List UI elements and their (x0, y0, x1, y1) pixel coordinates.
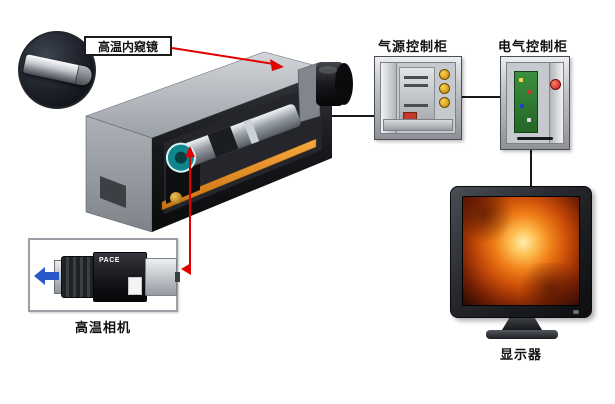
pressure-gauge (439, 69, 450, 80)
pcb-component (520, 104, 524, 108)
endoscope-probe (22, 54, 94, 87)
electric-cabinet (500, 56, 570, 150)
red-connector-endoscope (171, 47, 275, 65)
camera-label: 高温相机 (74, 320, 131, 335)
air-cabinet-label: 气源控制柜 (378, 39, 449, 54)
camera-connector (175, 272, 180, 282)
camera-inset: PACE (28, 238, 180, 312)
monitor-screen (462, 196, 580, 306)
tube-collar (243, 118, 260, 145)
endoscope-probe-tip (74, 65, 94, 87)
air-cabinet (374, 56, 462, 140)
air-cabinet-drawer (383, 119, 453, 131)
pressure-gauge (439, 97, 450, 108)
pcb-component (527, 90, 531, 94)
cabinet-cable (517, 137, 553, 140)
red-arrowhead-inset (181, 263, 191, 275)
external-camera-cap (335, 63, 353, 105)
vent-slot (404, 84, 428, 87)
guide-rail (161, 138, 317, 211)
machine-left-panel (100, 176, 126, 208)
brass-fitting (170, 192, 182, 204)
endoscope-inset (18, 31, 96, 109)
monitor-base (486, 330, 558, 339)
electric-cabinet-interior (506, 62, 564, 144)
monitor-bezel (450, 186, 592, 318)
pcb-board (514, 71, 538, 133)
camera-sticker (128, 277, 142, 295)
mount-flange (297, 62, 321, 123)
tube-motor-section (207, 126, 239, 158)
blue-arrow-icon (34, 267, 59, 285)
monitor-label: 显示器 (499, 347, 542, 362)
air-cabinet-door (381, 63, 397, 133)
emergency-button (550, 79, 561, 90)
camera-highlight (319, 66, 337, 74)
red-arrowhead-machine (270, 59, 284, 71)
air-cabinet-interior (380, 62, 456, 134)
camera-lens-barrel (61, 256, 95, 298)
electric-cabinet-label: 电气控制柜 (498, 39, 569, 54)
screen-dark-blotch (463, 197, 515, 242)
camera-rear-housing (145, 258, 180, 296)
electric-cabinet-door (549, 63, 563, 143)
endoscope-label: 高温内窥镜 (84, 36, 172, 56)
screen-dark-blotch (515, 263, 579, 305)
pressure-gauge (439, 83, 450, 94)
pcb-component (519, 78, 523, 82)
vent-slot (404, 76, 428, 79)
camera-brand-text: PACE (99, 257, 120, 264)
monitor-stand (502, 318, 542, 330)
pcb-component (527, 118, 531, 122)
tube-end-core (174, 151, 187, 164)
power-button (573, 310, 579, 314)
camera-body: PACE (93, 252, 147, 302)
vent-slot (404, 104, 428, 107)
red-arrowhead-up (185, 146, 195, 157)
